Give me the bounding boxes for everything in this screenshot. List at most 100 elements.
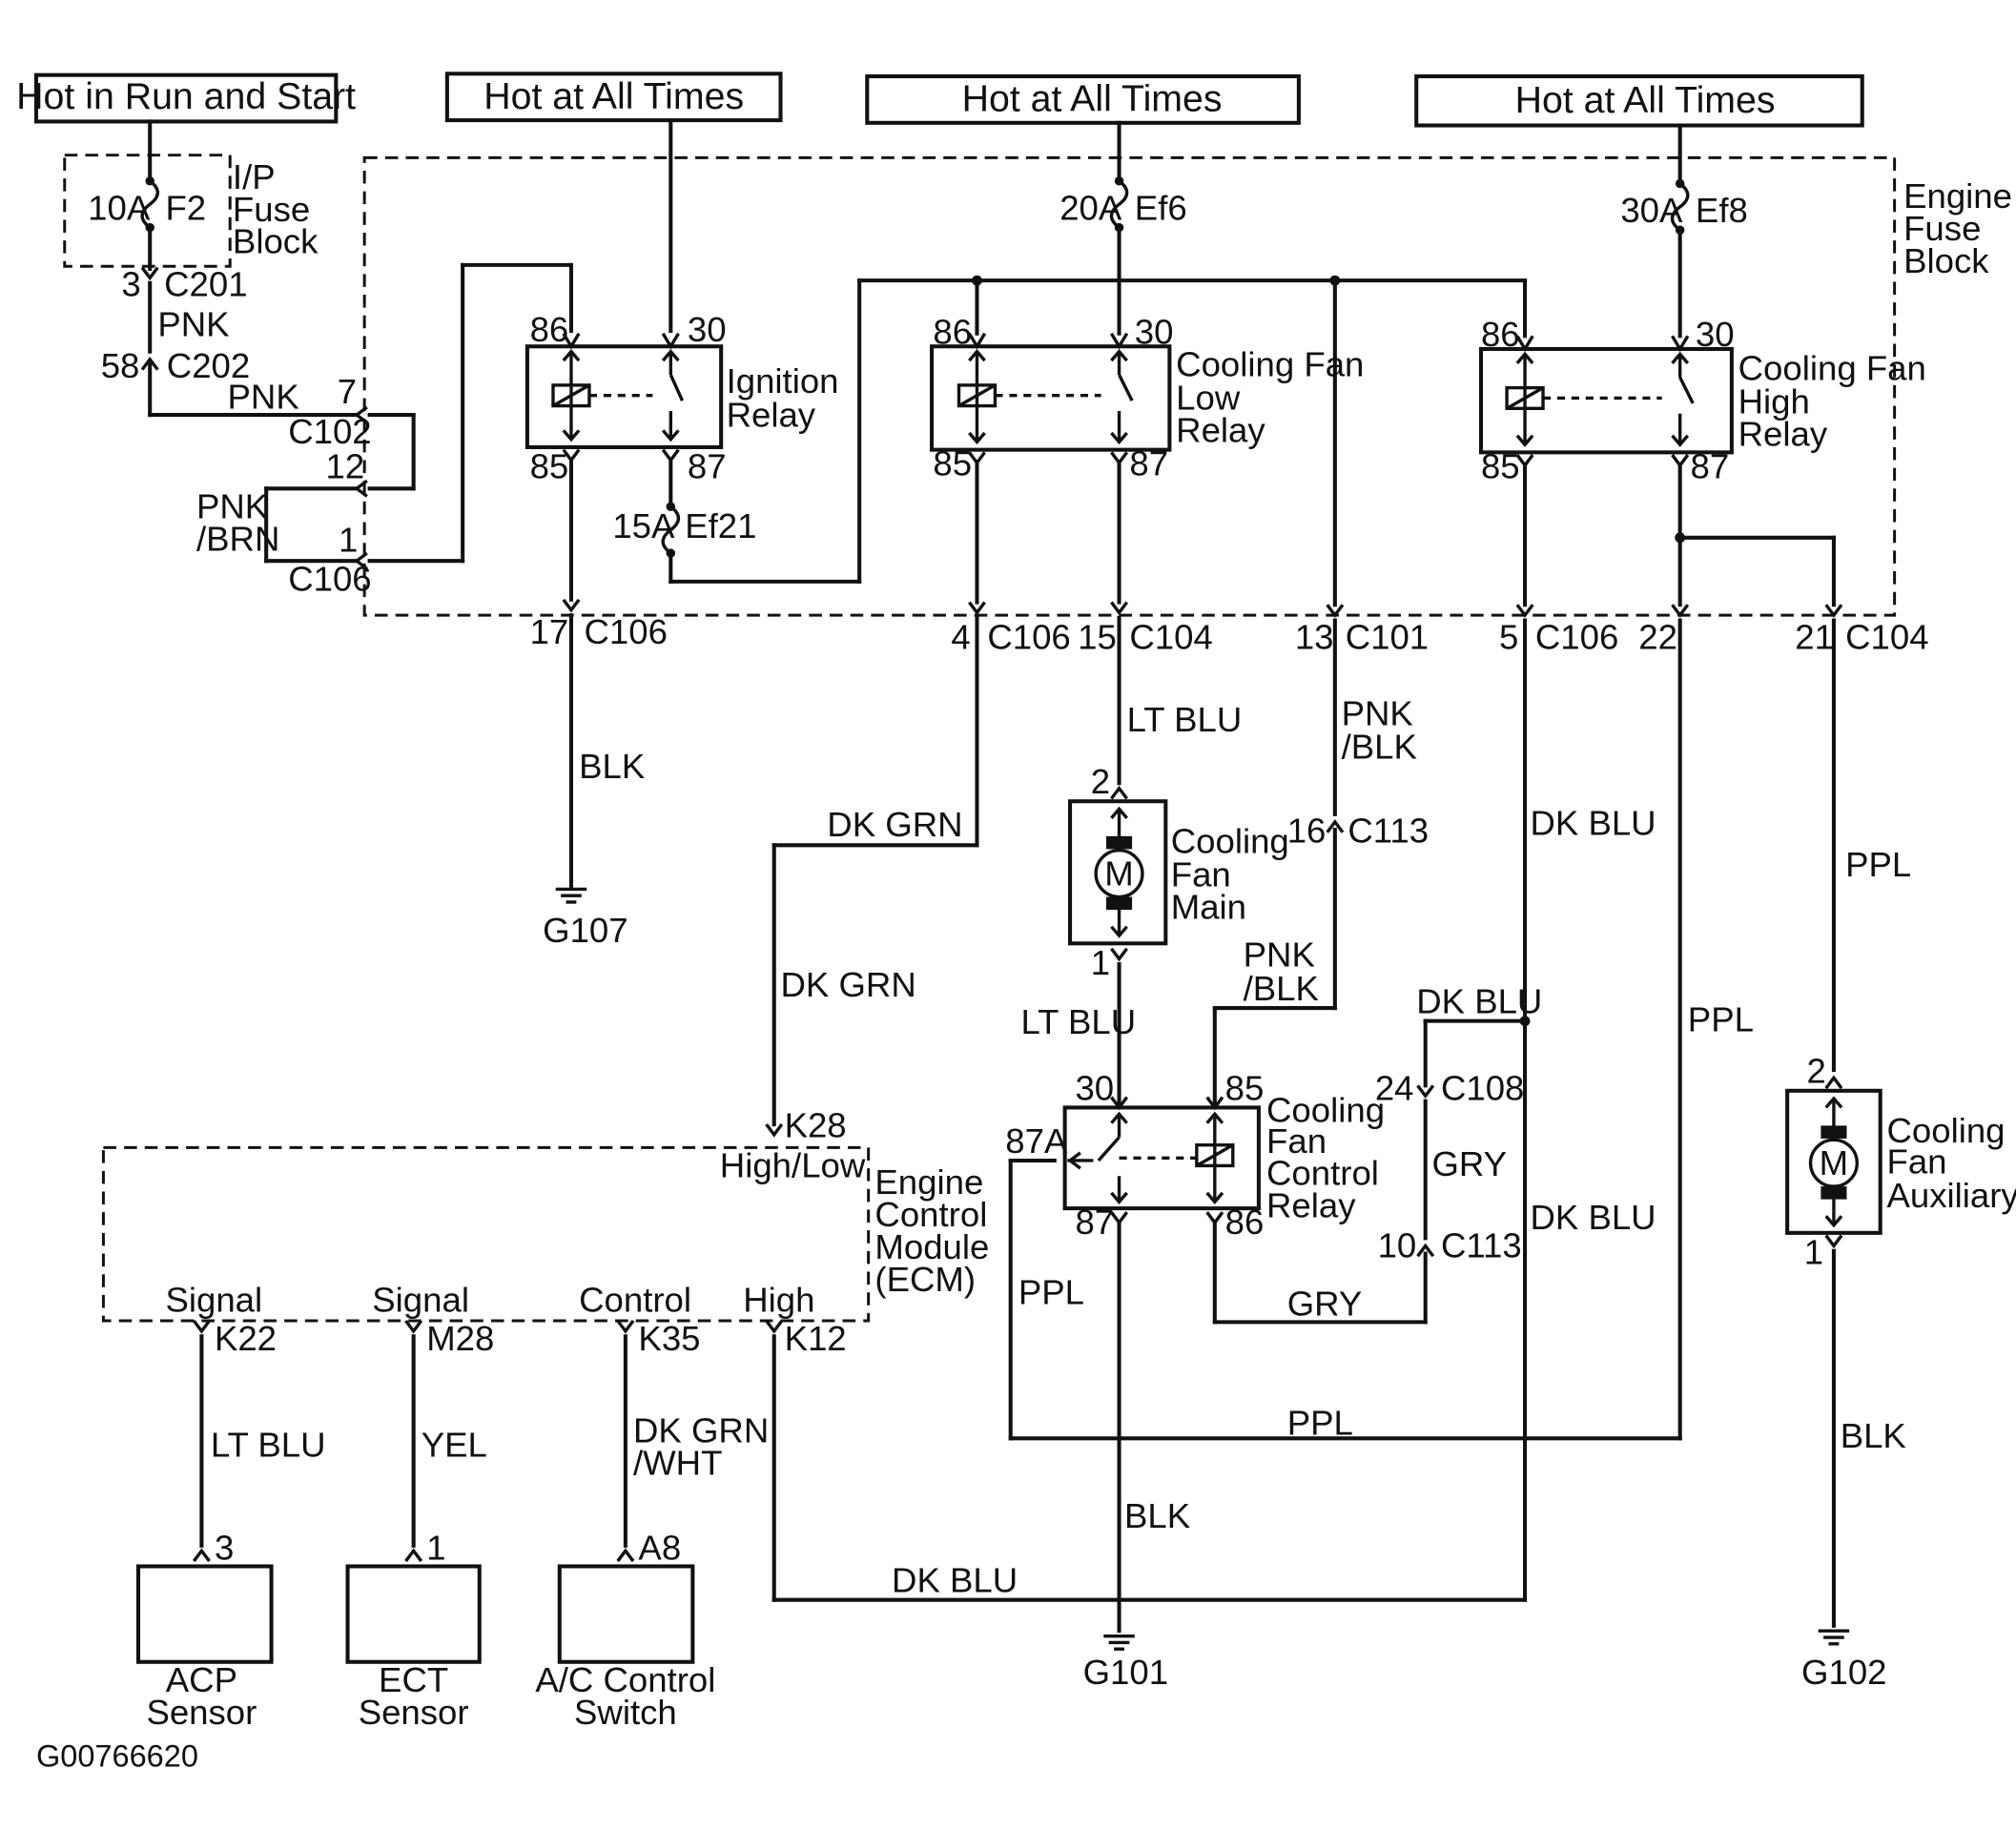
svg-text:85: 85 (1481, 446, 1520, 485)
svg-text:Signal: Signal (165, 1281, 262, 1320)
svg-text:PPL: PPL (1688, 999, 1754, 1038)
source-all-times-2: Hot at All Times (865, 73, 1301, 125)
svg-text:DK GRN: DK GRN (780, 965, 915, 1004)
svg-text:1: 1 (1091, 943, 1110, 982)
svg-text:M28: M28 (426, 1319, 494, 1358)
ecm-outline (101, 1145, 871, 1323)
cooling-fan-high-relay (1478, 335, 1734, 468)
svg-text:86: 86 (1481, 315, 1520, 354)
svg-text:Fuse: Fuse (1903, 209, 1981, 248)
svg-text:Control: Control (874, 1195, 987, 1234)
svg-text:C106: C106 (585, 612, 668, 651)
svg-text:Ef8: Ef8 (1696, 191, 1748, 230)
svg-text:15A: 15A (612, 506, 675, 545)
svg-text:PPL: PPL (1845, 845, 1911, 884)
svg-text:87A: 87A (1005, 1121, 1068, 1161)
svg-text:C113: C113 (1347, 812, 1429, 851)
fuse-ef21-symbol (661, 504, 681, 555)
svg-text:86: 86 (1225, 1203, 1265, 1242)
svg-text:DK BLU: DK BLU (1530, 1198, 1656, 1237)
svg-text:/WHT: /WHT (633, 1443, 722, 1482)
svg-text:Auxiliary: Auxiliary (1886, 1176, 2016, 1215)
svg-text:Hot at All Times: Hot at All Times (483, 75, 744, 117)
svg-text:G101: G101 (1083, 1653, 1168, 1692)
svg-text:Fan: Fan (1266, 1121, 1327, 1161)
svg-text:C104: C104 (1845, 617, 1928, 656)
ignition-relay (525, 332, 724, 463)
ect-sensor: ECT Sensor (345, 1564, 482, 1732)
svg-text:Control: Control (1266, 1154, 1379, 1193)
svg-text:15: 15 (1078, 617, 1117, 656)
svg-text:Ignition: Ignition (727, 361, 839, 401)
cooling-fan-auxiliary-motor: M (1785, 1088, 1882, 1235)
svg-text:17: 17 (530, 612, 569, 651)
svg-text:DK BLU: DK BLU (1530, 803, 1656, 842)
svg-text:BLK: BLK (1124, 1496, 1190, 1535)
svg-text:/BLK: /BLK (1342, 728, 1417, 767)
svg-text:13: 13 (1295, 617, 1334, 656)
svg-text:PNK: PNK (157, 304, 229, 343)
svg-text:86: 86 (933, 313, 972, 352)
svg-text:Low: Low (1176, 379, 1241, 418)
svg-text:Fan: Fan (1171, 855, 1231, 894)
svg-text:G102: G102 (1801, 1653, 1886, 1692)
svg-text:87: 87 (688, 446, 727, 485)
svg-text:C102: C102 (288, 412, 371, 451)
svg-text:G107: G107 (543, 911, 627, 950)
svg-text:Hot in Run and Start: Hot in Run and Start (16, 75, 356, 117)
engine-fuse-block-outline (362, 155, 1897, 617)
svg-text:10: 10 (1378, 1226, 1417, 1265)
svg-text:Control: Control (579, 1281, 691, 1320)
svg-text:PNK: PNK (228, 377, 299, 416)
svg-text:GRY: GRY (1431, 1144, 1507, 1183)
svg-text:Module: Module (874, 1227, 989, 1266)
svg-text:Cooling: Cooling (1266, 1090, 1385, 1129)
svg-text:Engine: Engine (874, 1162, 983, 1202)
svg-text:K22: K22 (215, 1319, 277, 1358)
svg-text:BLK: BLK (579, 747, 645, 786)
svg-text:87: 87 (1075, 1203, 1114, 1242)
svg-text:(ECM): (ECM) (874, 1260, 976, 1299)
svg-text:30A: 30A (1620, 191, 1683, 230)
svg-text:BLK: BLK (1841, 1416, 1906, 1455)
svg-text:High: High (743, 1281, 814, 1320)
svg-text:4: 4 (951, 617, 970, 656)
svg-text:Ef21: Ef21 (685, 506, 756, 545)
svg-text:Sensor: Sensor (359, 1693, 469, 1732)
svg-text:30: 30 (1075, 1068, 1114, 1107)
svg-text:C202: C202 (167, 346, 250, 385)
svg-text:Switch: Switch (574, 1693, 677, 1732)
svg-text:3: 3 (215, 1529, 234, 1568)
source-run-start: Hot in Run and Start (16, 72, 356, 124)
cooling-fan-low-relay (930, 332, 1172, 466)
svg-text:1: 1 (1804, 1232, 1823, 1271)
svg-text:K35: K35 (638, 1319, 700, 1358)
svg-text:LT BLU: LT BLU (1021, 1002, 1137, 1041)
svg-text:LT BLU: LT BLU (211, 1425, 326, 1464)
svg-text:C201: C201 (164, 264, 247, 303)
svg-text:YEL: YEL (422, 1425, 487, 1464)
svg-text:1: 1 (426, 1529, 445, 1568)
svg-text:Block: Block (1903, 241, 1989, 280)
ip-fuse-block-outline (63, 154, 232, 268)
svg-text:PPL: PPL (1287, 1403, 1353, 1442)
svg-text:Fan: Fan (1886, 1142, 1946, 1182)
svg-text:Block: Block (233, 222, 319, 261)
svg-text:3: 3 (121, 264, 140, 303)
svg-text:20A: 20A (1059, 188, 1122, 227)
svg-text:DK BLU: DK BLU (892, 1561, 1018, 1600)
svg-text:K12: K12 (785, 1319, 847, 1358)
svg-text:Hot at All Times: Hot at All Times (1515, 79, 1776, 121)
svg-text:/BRN: /BRN (196, 519, 279, 558)
figure-id: G00766620 (36, 1739, 198, 1774)
svg-text:30: 30 (1135, 313, 1174, 352)
svg-text:C106: C106 (288, 559, 371, 598)
svg-text:86: 86 (530, 310, 569, 349)
svg-text:A8: A8 (638, 1529, 681, 1568)
ip-fuse-block-label: I/P Fuse Block (233, 157, 319, 261)
svg-text:LT BLU: LT BLU (1127, 700, 1243, 739)
svg-text:10A: 10A (88, 188, 151, 227)
svg-text:1: 1 (339, 521, 358, 560)
svg-text:7: 7 (338, 372, 357, 411)
svg-text:Fuse: Fuse (233, 190, 310, 229)
